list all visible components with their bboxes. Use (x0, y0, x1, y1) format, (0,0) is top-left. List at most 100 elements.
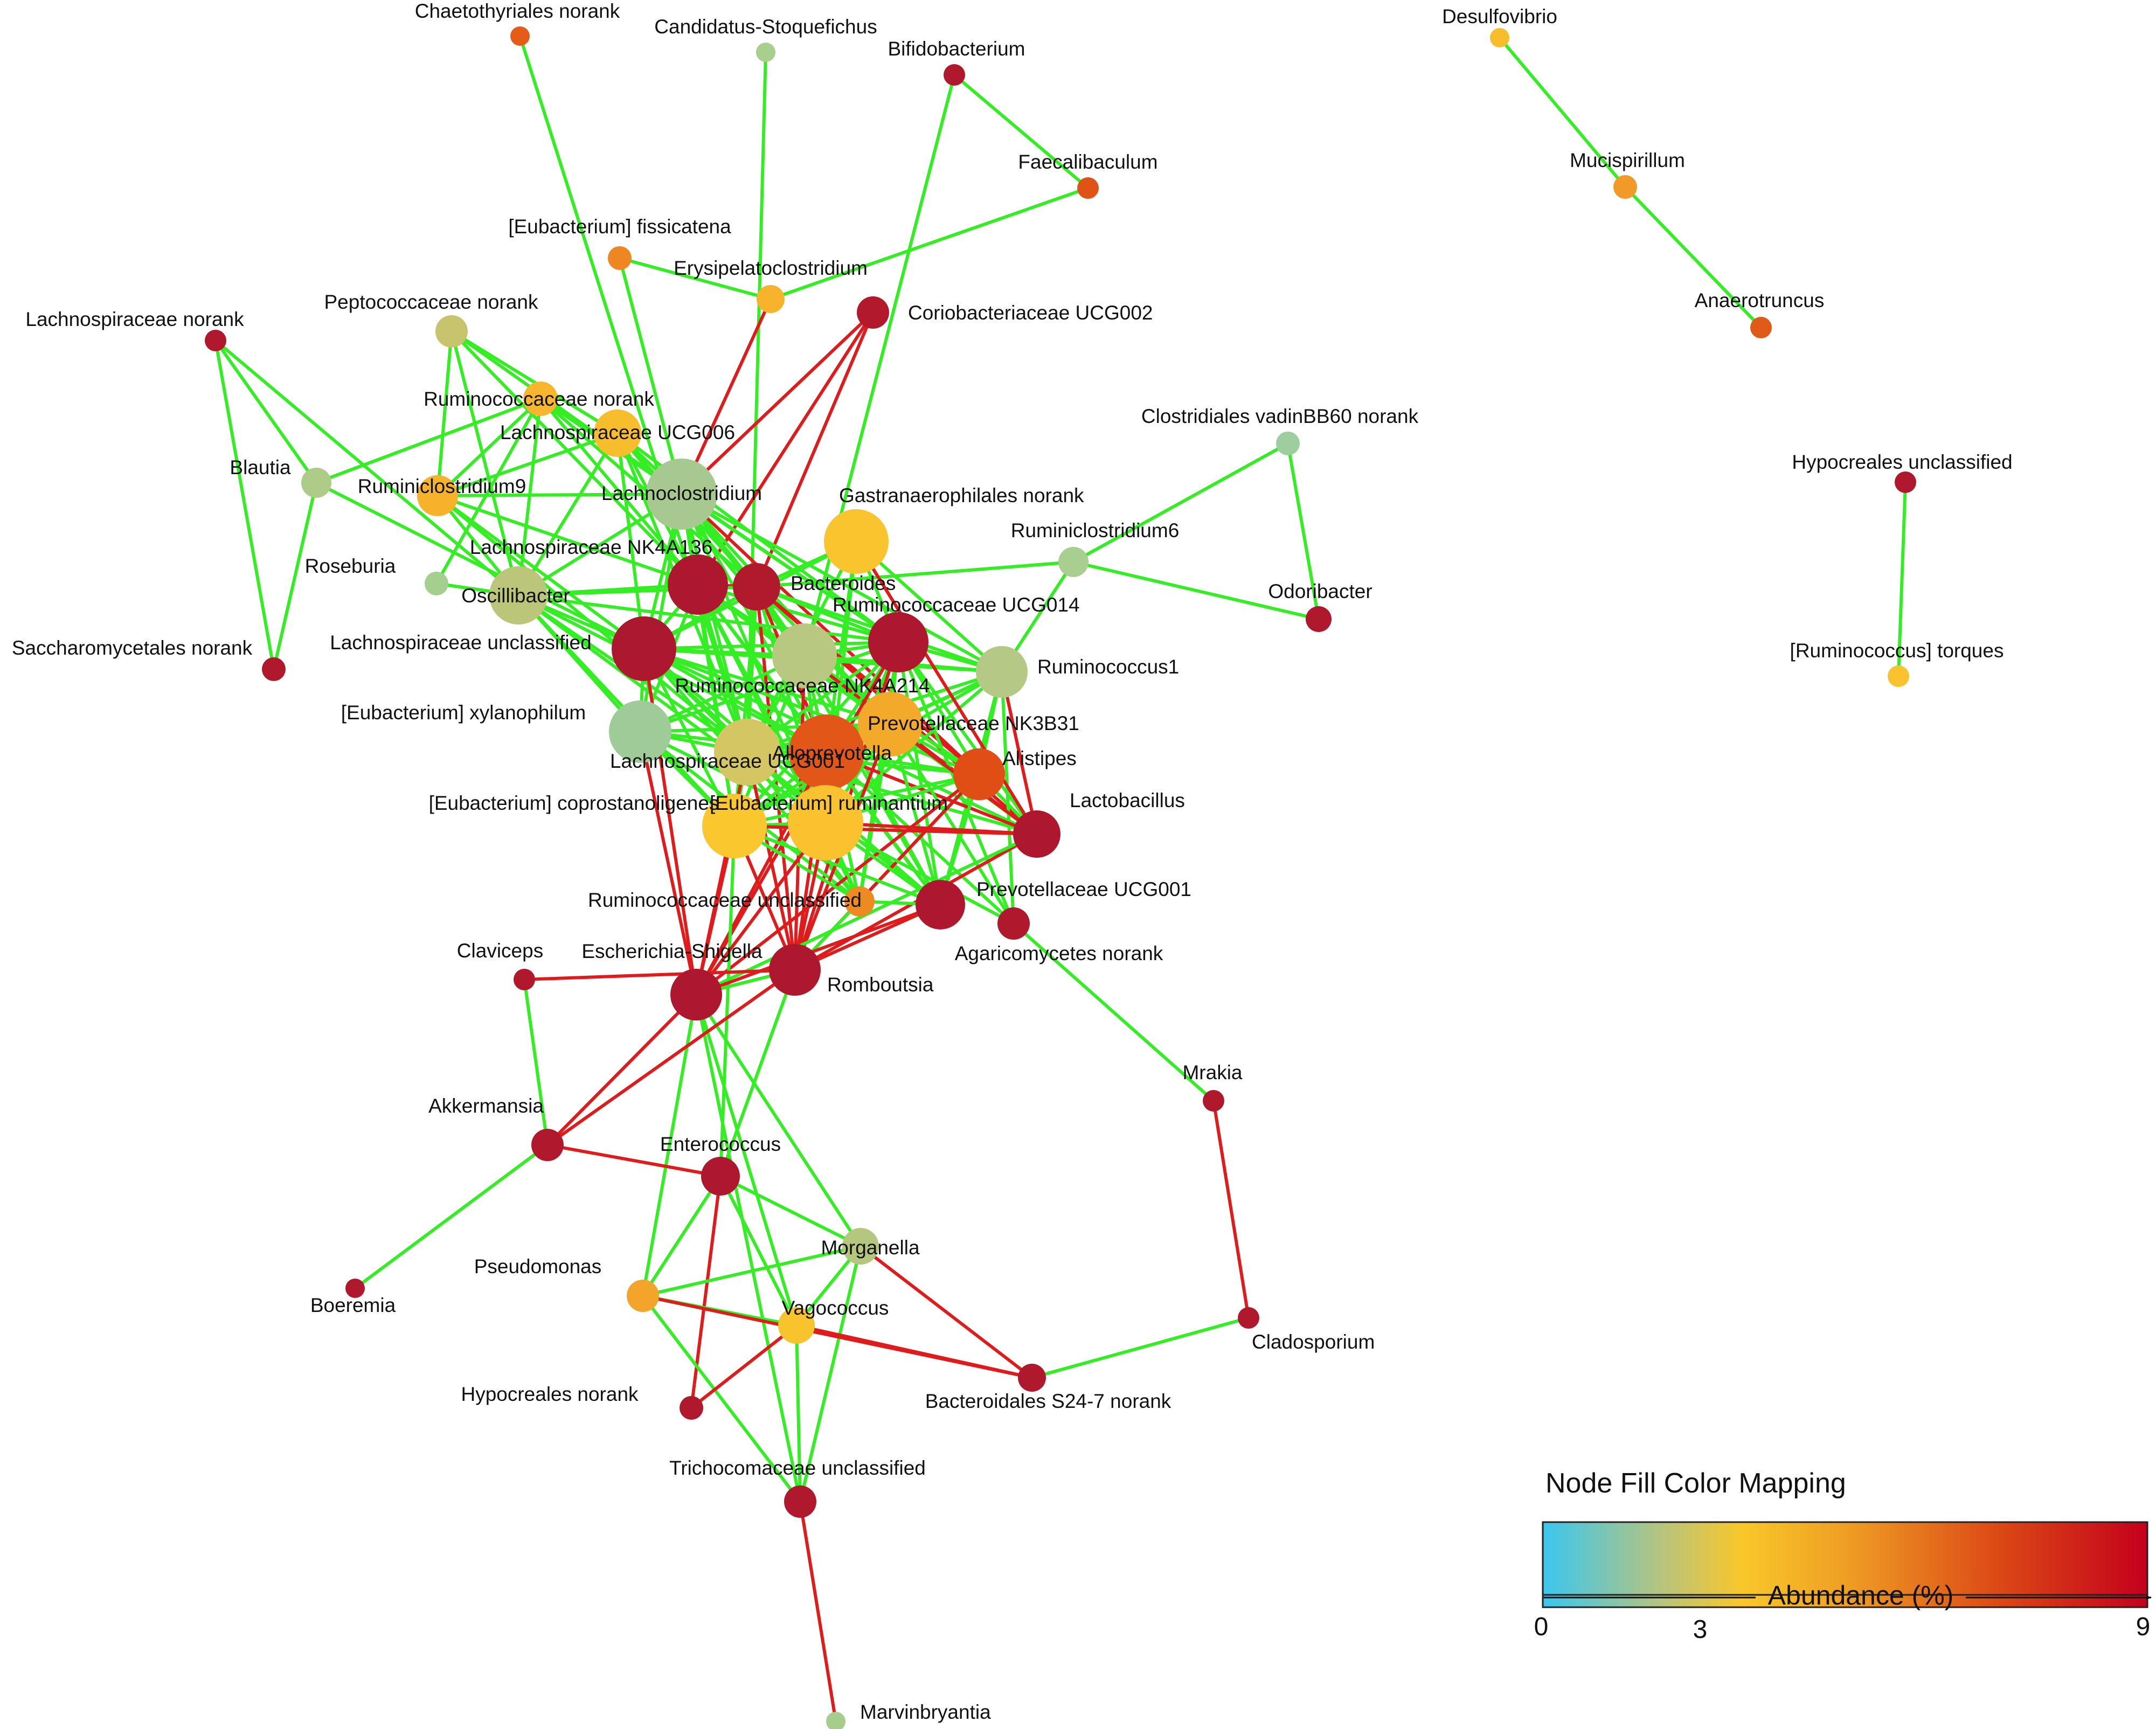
node-xylano (609, 700, 671, 763)
node-label-rumini6: Ruminiclostridium6 (1011, 519, 1180, 541)
edge-positive-oscillibacter-ruminantium (517, 594, 827, 824)
edge-positive-rumini9-lachnoclostridium (436, 492, 683, 497)
node-label-akkermansia: Akkermansia (428, 1095, 544, 1117)
node-alloprev (789, 714, 864, 790)
node-chaetothyriales (510, 26, 530, 46)
edge-positive-faecalibaculum-erysipelato (769, 186, 1090, 301)
node-vagococcus (778, 1307, 815, 1344)
node-mrakia (1203, 1090, 1224, 1112)
edge-positive-fissicatena-erysipelato (618, 256, 772, 301)
edge-positive-lachno_norank-saccharo (214, 339, 275, 671)
node-lachno_ucg006 (594, 409, 641, 457)
node-label-rumino_unc: Ruminococcaceae unclassified (588, 889, 862, 911)
node-fissicatena (608, 246, 632, 270)
node-gastran (824, 509, 889, 574)
node-label-anaerotruncus: Anaerotruncus (1695, 289, 1825, 311)
edge-positive-enterococcus-vagococcus (719, 1175, 798, 1327)
edge-positive-rumino1-agarico (1000, 670, 1015, 925)
edge-positive-claviceps-akkermansia (523, 978, 549, 1147)
node-prev_nk3b31 (858, 692, 923, 756)
node-label-alistipes: Alistipes (1002, 747, 1077, 769)
edge-positive-rumino_norank-oscillibacter (517, 397, 542, 597)
node-label-tricho: Trichocomaceae unclassified (669, 1457, 926, 1479)
node-label-vagococcus: Vagococcus (782, 1297, 889, 1319)
edge-positive-lachno_ucg006-rumini9 (436, 432, 619, 497)
edge-negative-lactobacillus-gastran (855, 540, 1038, 836)
edge-positive-escherichia-morganella (695, 993, 862, 1248)
edge-positive-oscillibacter-nk4a214 (517, 594, 900, 644)
node-boeremia (345, 1279, 365, 1298)
edge-positive-lachno_unc-nk4a214 (642, 641, 900, 650)
edge-positive-rumini6-vadin (1072, 442, 1290, 564)
edge-positive-nk4a214-xylano (639, 641, 900, 733)
edge-positive-akkermansia-boeremia (353, 1143, 549, 1290)
edge-positive-pseudomonas-tricho (641, 1294, 802, 1503)
node-label-nk4a214: Ruminococcaceae NK4A214 (675, 675, 930, 697)
edge-negative-lachno_ucg001-romboutsia (746, 751, 796, 971)
node-hypo_norank (680, 1396, 703, 1420)
node-tricho (784, 1485, 816, 1518)
node-label-corio: Coriobacteriaceae UCG002 (908, 302, 1153, 324)
edge-positive-coprostanoligenes-prev_ucg001 (733, 824, 942, 906)
edge-positive-ucg014-prev_ucg001 (803, 654, 942, 906)
node-bifidobacterium (944, 64, 965, 86)
edge-positive-prev_nk3b31-agarico (889, 723, 1015, 925)
node-label-hypo_norank: Hypocreales norank (461, 1383, 639, 1405)
edge-positive-blautia-saccharo (272, 481, 318, 671)
edge-negative-escherichia-akkermansia (546, 993, 698, 1147)
node-nk4a136 (668, 554, 728, 615)
edge-positive-s24-cladosporium (1030, 1316, 1250, 1379)
edge-positive-rumino1-ruminantium (824, 670, 1003, 824)
edge-negative-corio-nk4a136 (696, 311, 875, 586)
edge-positive-lachno_norank-blautia (214, 339, 318, 484)
node-label-marvin: Marvinbryantia (860, 1701, 991, 1723)
edge-negative-romboutsia-akkermansia (546, 968, 796, 1147)
edge-positive-gastran-rumino1 (855, 540, 1003, 673)
edge-positive-bifidobacterium-faecalibaculum (953, 73, 1090, 190)
edge-positive-lachnoclostridium-lachno_ucg001 (680, 492, 749, 754)
edge-positive-lachno_unc-prev_ucg001 (642, 647, 942, 906)
node-saccharo (262, 657, 286, 681)
edge-negative-vagococcus-hypo_norank (690, 1324, 798, 1409)
edge-positive-rumini9-nk4a136 (436, 494, 699, 586)
edge-positive-rumini9-lachno_unc (436, 494, 646, 650)
color-legend: Node Fill Color Mapping Abundance (%) 0 … (1534, 1468, 2152, 1644)
node-roseburia (425, 572, 448, 595)
node-label-prev_ucg001: Prevotellaceae UCG001 (976, 878, 1191, 900)
node-vadin (1276, 432, 1300, 455)
node-label-enterococcus: Enterococcus (660, 1133, 781, 1155)
edge-negative-vagococcus-s24 (795, 1324, 1034, 1379)
edge-negative-alistipes-escherichia (695, 773, 981, 996)
node-label-agarico: Agaricomycetes norank (955, 942, 1163, 964)
edge-negative-morganella-s24 (859, 1245, 1034, 1379)
node-label-blautia: Blautia (230, 456, 291, 478)
edge-positive-rumino_norank-roseburia (435, 397, 542, 585)
node-rumini6 (1058, 547, 1089, 577)
node-label-erysipelato: Erysipelatoclostridium (674, 257, 868, 279)
edge-positive-morganella-tricho (799, 1245, 862, 1503)
node-label-lachno_ucg001: Lachnospiraceae UCG001 (610, 750, 845, 772)
edge-positive-rumini6-bacteroides (755, 560, 1075, 588)
node-label-oscillibacter: Oscillibacter (461, 585, 570, 607)
node-layer (205, 26, 1916, 1729)
node-label-ucg014: Ruminococcaceae UCG014 (833, 594, 1080, 616)
node-label-stoquefichus: Candidatus-Stoquefichus (654, 16, 877, 38)
legend-tick-3: 3 (1693, 1615, 1708, 1644)
node-marvin (826, 1712, 845, 1729)
edge-positive-desulfo-mucispirillum (1498, 36, 1627, 189)
node-label-torques: [Ruminococcus] torques (1790, 640, 2004, 662)
node-s24 (1018, 1364, 1046, 1392)
edge-negative-claviceps-romboutsia (523, 968, 796, 981)
node-corio (857, 296, 889, 329)
legend-tick-9: 9 (2136, 1613, 2151, 1641)
edge-positive-morganella-pseudomonas (641, 1245, 862, 1297)
edge-positive-alistipes-coprostanoligenes (733, 773, 981, 828)
node-cladosporium (1238, 1307, 1259, 1329)
node-label-ruminantium: [Eubacterium] ruminantium (710, 792, 948, 814)
node-label-chaetothyriales: Chaetothyriales norank (415, 0, 620, 22)
node-label-roseburia: Roseburia (305, 555, 396, 577)
node-label-prev_nk3b31: Prevotellaceae NK3B31 (868, 712, 1079, 734)
legend-title: Node Fill Color Mapping (1545, 1468, 1846, 1499)
node-label-rumini9: Ruminiclostridium9 (358, 475, 526, 497)
